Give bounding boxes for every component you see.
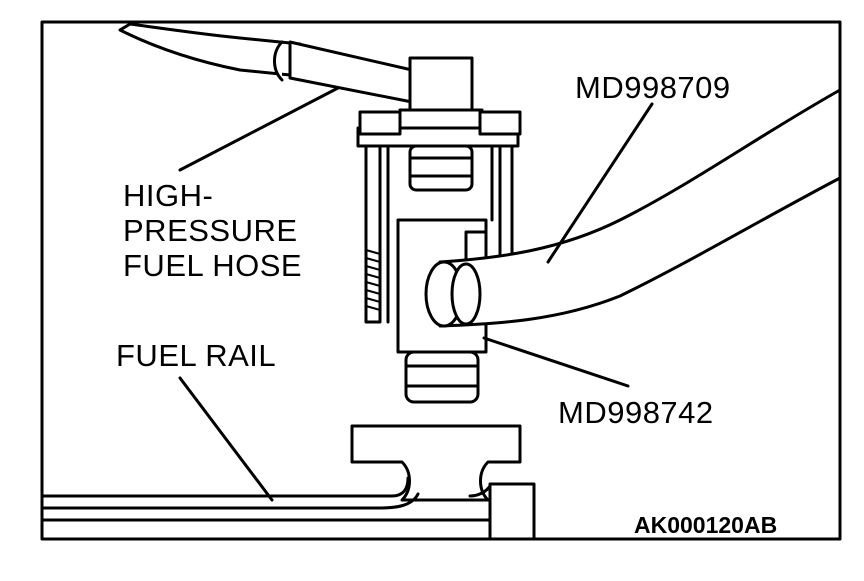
figure-code: AK000120AB <box>634 512 778 538</box>
bolt-left-thread <box>365 249 381 311</box>
rail-fitting <box>350 424 522 502</box>
label-fuel-rail: FUEL RAIL <box>116 338 277 373</box>
bolt-head-left <box>358 110 402 136</box>
frame <box>40 20 842 541</box>
tool-hose <box>424 88 842 328</box>
lower-connector <box>404 350 480 404</box>
label-line: HIGH- <box>123 178 214 213</box>
bolt-left <box>364 144 382 324</box>
bolt-head-right <box>478 110 522 136</box>
leader-hose <box>178 86 340 172</box>
leader-md998742 <box>482 336 630 388</box>
leader-rail <box>178 376 274 502</box>
upper-connector <box>408 144 474 192</box>
label-line: FUEL HOSE <box>123 248 303 283</box>
leader-md998709 <box>546 102 654 264</box>
label-high-pressure-hose: HIGH- PRESSURE FUEL HOSE <box>123 178 302 283</box>
fuel-rail <box>40 476 536 541</box>
bolt-right <box>498 144 514 260</box>
label-md998709: MD998709 <box>575 70 731 105</box>
label-line: PRESSURE <box>123 213 298 248</box>
label-md998742: MD998742 <box>558 395 714 430</box>
high-pressure-hose <box>118 22 414 104</box>
